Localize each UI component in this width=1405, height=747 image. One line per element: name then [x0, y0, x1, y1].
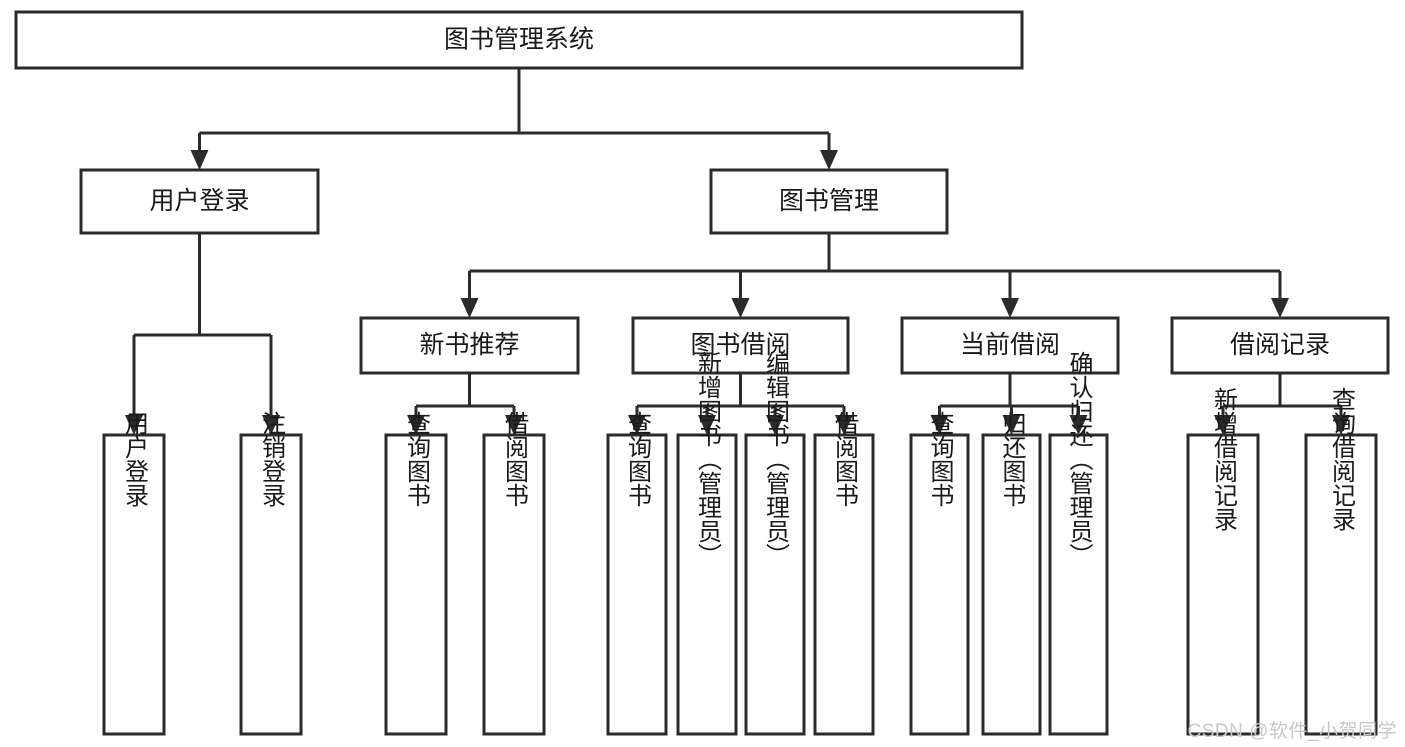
node-leaf[interactable]: 归还图书: [981, 411, 1042, 736]
arrow-head-icon: [190, 150, 209, 170]
node-box: [813, 433, 875, 736]
node-label: 注销登录: [258, 411, 286, 507]
node-box: [1048, 433, 1109, 736]
node-box: [359, 316, 580, 375]
node-label: 图书借阅: [690, 331, 790, 359]
arrow-head-icon: [407, 415, 425, 435]
node-leaf[interactable]: 查询图书: [606, 411, 668, 736]
connector-layer: [125, 68, 1350, 435]
node-label: 确认归还（管理员）: [1065, 351, 1093, 567]
node-leaf[interactable]: 借阅图书: [813, 411, 875, 736]
node-box: [102, 433, 166, 736]
node-level3[interactable]: 新书推荐: [359, 316, 580, 375]
node-level3[interactable]: 图书借阅: [631, 316, 850, 375]
arrow-head-icon: [1001, 298, 1019, 318]
node-leaf[interactable]: 编辑图书（管理员）: [744, 351, 806, 736]
arrow-head-icon: [628, 415, 646, 435]
node-box: [981, 433, 1042, 736]
node-leaf[interactable]: 借阅图书: [482, 411, 546, 736]
arrow-head-icon: [505, 415, 523, 435]
arrow-head-icon: [820, 150, 838, 170]
node-box: [744, 433, 806, 736]
node-label: 查询图书: [926, 411, 954, 507]
node-label: 新增借阅记录: [1210, 387, 1238, 531]
node-level3[interactable]: 借阅记录: [1170, 316, 1390, 375]
arrow-head-icon: [262, 415, 280, 435]
node-box: [482, 433, 546, 736]
node-label: 查询图书: [403, 411, 431, 507]
node-box: [900, 316, 1120, 375]
arrow-head-icon: [460, 298, 479, 318]
node-level3[interactable]: 当前借阅: [900, 316, 1120, 375]
node-box: [676, 433, 738, 736]
node-box: [709, 168, 949, 235]
node-label: 新增图书（管理员）: [694, 351, 722, 567]
node-label: 借阅图书: [831, 411, 859, 507]
arrow-head-icon: [698, 415, 716, 435]
arrow-head-icon: [125, 415, 143, 435]
arrow-head-icon: [1002, 415, 1021, 435]
arrow-head-icon: [1332, 415, 1350, 435]
node-root[interactable]: 图书管理系统: [14, 10, 1024, 70]
node-label: 借阅记录: [1230, 331, 1330, 359]
node-box: [14, 10, 1024, 70]
arrow-head-icon: [766, 415, 784, 435]
node-leaf[interactable]: 注销登录: [239, 411, 303, 736]
node-label: 当前借阅: [960, 331, 1060, 359]
arrow-head-icon: [1069, 415, 1088, 435]
node-box: [909, 433, 970, 736]
node-label: 用户登录: [121, 411, 149, 507]
arrow-head-icon: [1214, 415, 1232, 435]
node-box: [606, 433, 668, 736]
node-box: [384, 433, 448, 736]
node-label: 借阅图书: [501, 411, 529, 507]
node-label: 图书管理: [779, 187, 879, 215]
node-box: [631, 316, 850, 375]
node-leaf[interactable]: 用户登录: [102, 411, 166, 736]
arrow-head-icon: [731, 298, 750, 318]
node-label: 图书管理系统: [444, 26, 594, 54]
node-box: [79, 168, 320, 235]
node-box: [239, 433, 303, 736]
node-label: 归还图书: [998, 411, 1026, 507]
node-leaf[interactable]: 查询借阅记录: [1304, 387, 1378, 736]
node-leaf[interactable]: 新增图书（管理员）: [676, 351, 738, 736]
node-box: [1304, 433, 1378, 736]
node-label: 编辑图书（管理员）: [762, 351, 790, 567]
node-level2[interactable]: 用户登录: [79, 168, 320, 235]
arrow-head-icon: [835, 415, 853, 435]
node-label: 用户登录: [149, 187, 249, 215]
arrow-head-icon: [1271, 298, 1289, 318]
node-label: 查询图书: [624, 411, 652, 507]
node-leaf[interactable]: 新增借阅记录: [1186, 387, 1260, 736]
node-box: [1170, 316, 1390, 375]
node-label: 查询借阅记录: [1328, 387, 1356, 531]
node-level2[interactable]: 图书管理: [709, 168, 949, 235]
node-leaf[interactable]: 确认归还（管理员）: [1048, 351, 1109, 736]
node-box: [1186, 433, 1260, 736]
node-leaf[interactable]: 查询图书: [909, 411, 970, 736]
node-leaf[interactable]: 查询图书: [384, 411, 448, 736]
arrow-head-icon: [930, 415, 949, 435]
node-layer: 图书管理系统用户登录图书管理新书推荐图书借阅当前借阅借阅记录用户登录注销登录查询…: [14, 10, 1390, 736]
node-label: 新书推荐: [419, 331, 519, 359]
